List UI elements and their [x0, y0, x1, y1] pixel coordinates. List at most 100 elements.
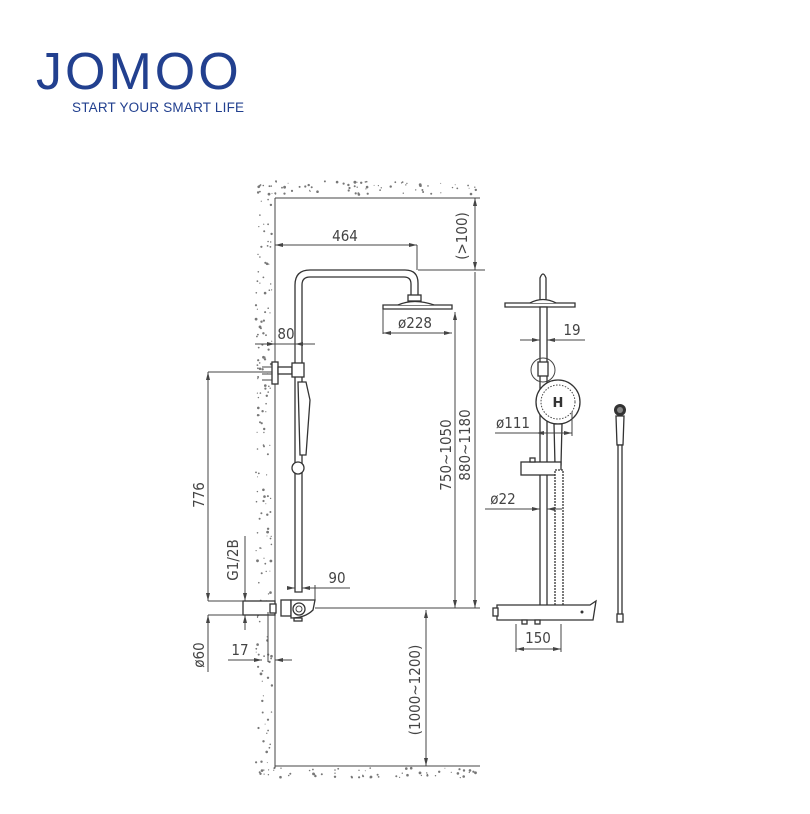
hatch-dot [451, 186, 454, 189]
hatch-dot [364, 770, 366, 772]
hatch-dot [261, 711, 264, 714]
hatch-dot [399, 776, 401, 779]
hatch-dot [271, 192, 273, 194]
hatch-dot [468, 771, 470, 774]
hatch-dot [348, 186, 351, 190]
hatch-dot [268, 289, 271, 292]
hatch-dot [389, 185, 392, 188]
hatch-dot [258, 226, 260, 228]
hatch-dot [268, 385, 270, 388]
hatch-dot [266, 453, 269, 456]
hatch-dot [335, 180, 339, 184]
hatch-dot [268, 746, 271, 749]
hatch-dot [267, 240, 269, 243]
hatch-dot [274, 193, 277, 195]
hatch-dot [259, 214, 261, 216]
hatch-dot [263, 769, 265, 771]
hatch-dot [255, 761, 258, 764]
hatch-dot [364, 181, 367, 183]
hatch-dot [262, 740, 265, 743]
hatch-dot [310, 186, 313, 189]
hatch-dot [255, 500, 258, 503]
hatch-dot [307, 183, 310, 187]
dim-pole-offset: 19 [563, 321, 580, 339]
hatch-dot [261, 670, 264, 672]
hatch-dot [258, 367, 262, 371]
hatch-dot [260, 512, 263, 515]
hatch-dot [267, 774, 270, 776]
hatch-dot [267, 391, 270, 393]
hatch-dot [256, 414, 260, 417]
hatch-dot [419, 184, 422, 187]
hatch-dot [263, 557, 265, 559]
hatch-dot [259, 672, 263, 676]
hatch-dot [298, 185, 301, 188]
hatch-dot [257, 346, 260, 349]
hatch-dot [287, 182, 289, 184]
hatch-dot [266, 530, 269, 534]
hatch-dot [261, 410, 264, 413]
dim-inlet-spacing: 150 [525, 629, 551, 647]
hatch-dot [462, 775, 466, 778]
hatch-dot [271, 289, 273, 291]
hatch-dot [259, 184, 262, 186]
hatch-dot [316, 190, 319, 193]
hatch-dot [261, 680, 263, 682]
hatch-dot [255, 471, 257, 474]
hatch-dot [267, 192, 271, 196]
concrete-hatch [254, 180, 477, 779]
hatch-dot [426, 772, 428, 774]
hatch-dot [266, 762, 268, 764]
hatch-dot [258, 620, 261, 623]
hatch-dot [263, 291, 267, 295]
hatch-dot [377, 776, 380, 778]
hatch-dot [260, 422, 263, 425]
hatch-dot [427, 185, 429, 187]
hatch-dot [357, 193, 361, 196]
hatch-dot [257, 406, 260, 410]
hatch-dot [259, 190, 261, 193]
hatch-dot [312, 768, 314, 771]
hatch-dot [268, 769, 270, 771]
hatch-dot [283, 192, 286, 195]
hatch-dot [353, 185, 356, 188]
hatch-dot [434, 775, 437, 777]
hatch-dot [459, 777, 461, 779]
hatch-dot [266, 718, 270, 721]
hatch-dot [262, 444, 265, 446]
hatch-dot [269, 497, 272, 500]
hatch-dot [262, 319, 265, 322]
hatch-dot [262, 276, 265, 279]
hatch-dot [450, 771, 452, 773]
hatch-dot [440, 192, 442, 194]
hatch-dot [280, 767, 282, 769]
hatch-dot [259, 414, 261, 416]
hatch-dot [255, 550, 257, 552]
hatch-dot [256, 448, 259, 450]
hatch-dot [263, 230, 266, 233]
hatch-dot [472, 770, 475, 773]
hatch-dot [263, 431, 265, 434]
brand-logo: JOMOO START YOUR SMART LIFE [36, 44, 244, 115]
hatch-dot [269, 246, 272, 248]
hatch-dot [258, 362, 261, 364]
hatch-dot [334, 772, 336, 774]
hatch-dot [334, 769, 336, 771]
hatch-dot [289, 772, 292, 775]
side-view-dimensions [485, 338, 585, 652]
hatch-dot [418, 771, 422, 775]
logo-wordmark: JOMOO [36, 43, 242, 101]
hatch-dot [270, 684, 274, 687]
dim-mixer-offset: 90 [328, 569, 345, 587]
hatch-dot [373, 184, 375, 186]
hatch-dot [312, 772, 315, 776]
hatch-dot [270, 241, 272, 243]
hatch-dot [267, 307, 270, 310]
hatch-dot [475, 189, 477, 191]
hatch-dot [270, 657, 272, 660]
hatch-dot [256, 280, 259, 283]
hatch-dot [474, 771, 477, 775]
hatch-dot [405, 767, 408, 770]
hatch-dot [268, 263, 270, 265]
